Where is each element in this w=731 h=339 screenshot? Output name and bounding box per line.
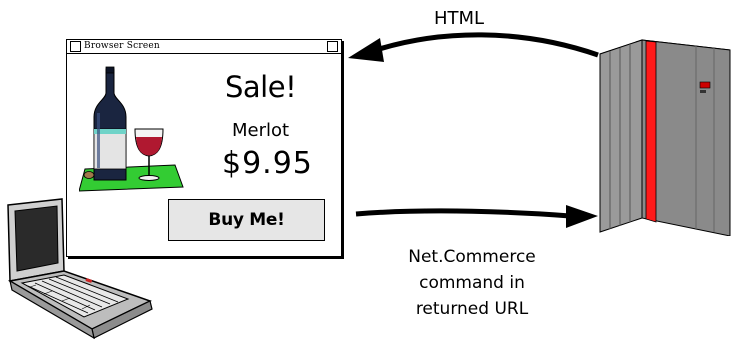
wine-illustration [79, 66, 184, 192]
html-label: HTML [434, 8, 485, 29]
cork-icon [83, 171, 95, 179]
command-label-line: returned URL [415, 299, 529, 319]
command-label-line: command in [419, 273, 525, 293]
html-response-arrow [348, 32, 599, 62]
browser-titlebar: Browser Screen [67, 40, 341, 54]
browser-title: Browser Screen [84, 41, 160, 51]
buy-me-button[interactable]: Buy Me! [168, 199, 325, 241]
command-label: Net.Commerce command in returned URL [382, 244, 562, 322]
zoom-box-icon[interactable] [327, 41, 338, 52]
sale-heading: Sale! [225, 70, 297, 104]
close-box-icon[interactable] [70, 41, 81, 52]
wine-bottle-icon [93, 66, 127, 181]
browser-window: Browser Screen Sale! Merlot $9.95 Buy Me… [66, 39, 342, 257]
wine-glass-icon [134, 128, 164, 181]
product-price: $9.95 [222, 146, 313, 181]
command-label-line: Net.Commerce [408, 247, 536, 267]
product-name: Merlot [232, 120, 290, 141]
server-icon [599, 39, 731, 236]
command-request-arrow [355, 205, 598, 228]
laptop-icon [7, 198, 153, 339]
